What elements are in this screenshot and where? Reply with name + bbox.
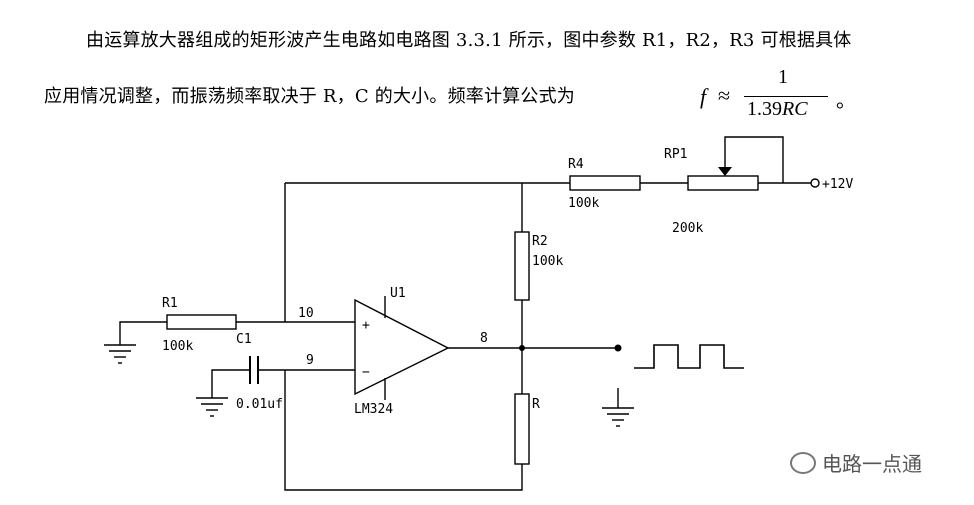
supply-terminal: [810, 178, 820, 188]
wire-rp1-wiper: [724, 136, 784, 183]
ground-symbol-c1: [196, 397, 228, 417]
resistor-r: [514, 393, 530, 465]
resistor-r1: [166, 314, 237, 330]
opamp-u1: [354, 298, 450, 396]
label-rp1-value: 200k: [672, 221, 703, 236]
formula-fraction-bar: [744, 96, 828, 97]
wire-c1-left: [211, 369, 250, 398]
formula-variable: f: [700, 84, 707, 109]
label-r: R: [532, 397, 540, 412]
label-r1-value: 100k: [162, 339, 193, 354]
label-c1-value: 0.01uf: [236, 397, 283, 412]
wire-r-bottom: [284, 370, 523, 491]
label-rp1: RP1: [664, 147, 687, 162]
label-pin8: 8: [480, 331, 488, 346]
ground-symbol-r1: [104, 344, 136, 364]
formula-approx-sign: ≈: [718, 83, 731, 108]
label-r2: R2: [532, 234, 548, 249]
formula-denominator: 1.39RC: [747, 98, 808, 121]
capacitor-c1: [249, 356, 259, 384]
formula-period: 。: [836, 90, 856, 112]
opamp-plus-sign: +: [362, 318, 370, 333]
formula-denominator-vars: RC: [782, 98, 808, 120]
ground-symbol-output: [602, 407, 634, 427]
label-pin10: 10: [298, 306, 314, 321]
resistor-r2: [514, 231, 530, 301]
rp1-wiper-arrow: [718, 167, 732, 176]
formula-numerator: 1: [778, 66, 788, 88]
resistor-rp1: [687, 175, 759, 191]
label-supply: +12V: [822, 177, 853, 192]
opamp-minus-sign: −: [362, 365, 370, 380]
label-r1: R1: [162, 296, 178, 311]
output-terminal: [614, 344, 622, 352]
label-pin9: 9: [306, 353, 314, 368]
label-r4-value: 100k: [568, 196, 599, 211]
junction-output: [519, 345, 525, 351]
paragraph-line-2: 应用情况调整，而振荡频率取决于 R，C 的大小。频率计算公式为: [44, 86, 575, 107]
formula-denominator-coef: 1.39: [747, 98, 782, 120]
watermark: 电路一点通: [790, 448, 922, 477]
resistor-r4: [569, 175, 641, 191]
label-opamp-model: LM324: [354, 402, 393, 417]
label-u1: U1: [390, 286, 406, 301]
square-wave-output: [634, 344, 744, 369]
label-r2-value: 100k: [532, 254, 563, 269]
label-r4: R4: [568, 157, 584, 172]
wechat-icon: [790, 452, 816, 474]
label-c1: C1: [236, 332, 252, 347]
paragraph-line-1: 由运算放大器组成的矩形波产生电路如电路图 3.3.1 所示，图中参数 R1，R2…: [86, 30, 852, 51]
watermark-text: 电路一点通: [822, 452, 922, 476]
wire-r1-left: [119, 321, 167, 345]
